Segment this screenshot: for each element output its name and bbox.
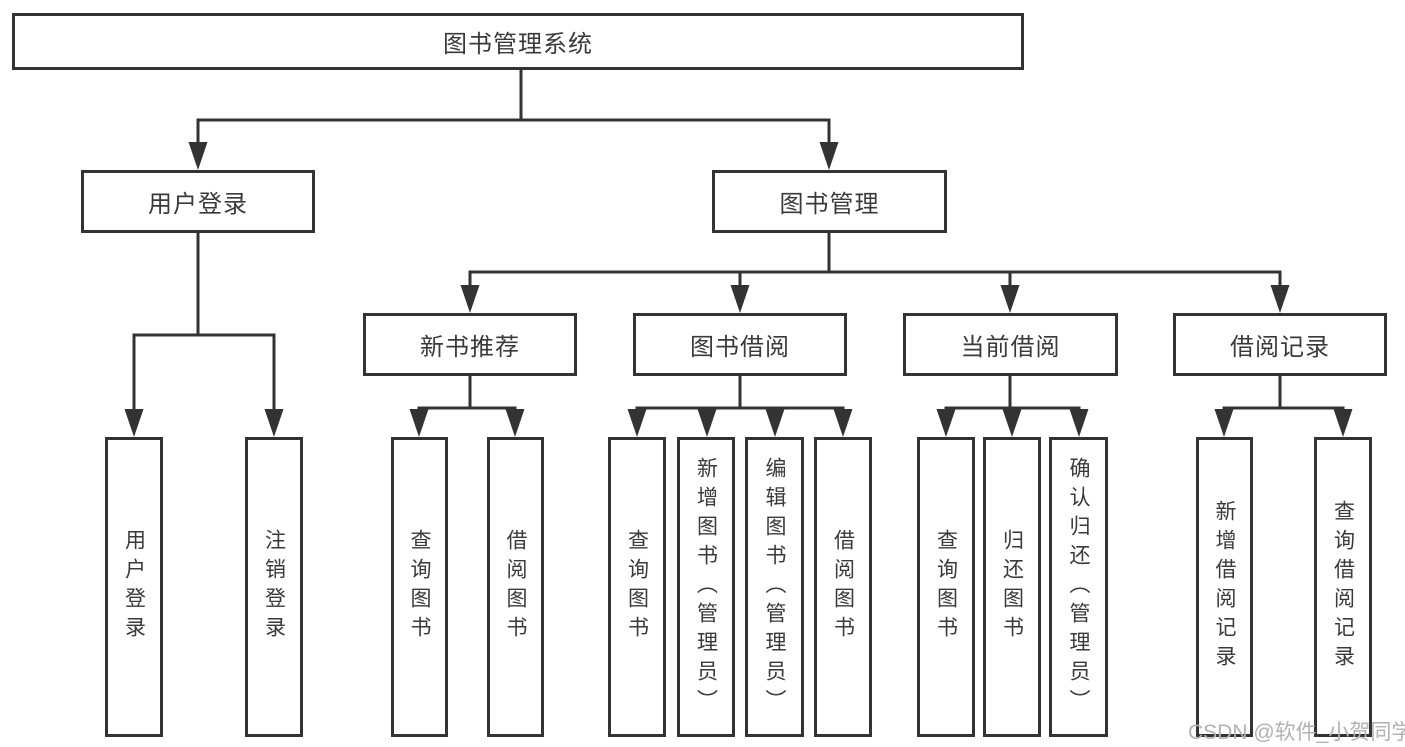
csdn-watermark: CSDN @软件_小贺同学	[1188, 721, 1405, 744]
leaf-query-borrow-record: 查询借阅记录	[1314, 437, 1372, 737]
node-library-management-system: 图书管理系统	[12, 13, 1024, 70]
leaf-logout: 注销登录	[245, 437, 303, 737]
node-borrowing-records: 借阅记录	[1173, 313, 1387, 376]
leaf-query-books-borrowing: 查询图书	[608, 437, 666, 737]
leaf-confirm-return-admin: 确认归还（管理员）	[1049, 437, 1108, 737]
leaf-query-books-current: 查询图书	[917, 437, 975, 737]
leaf-borrow-books-borrowing: 借阅图书	[814, 437, 872, 737]
leaf-add-book-admin: 新增图书（管理员）	[677, 437, 735, 737]
leaf-return-books: 归还图书	[983, 437, 1041, 737]
leaf-borrow-books-recommend: 借阅图书	[487, 437, 544, 737]
leaf-edit-book-admin: 编辑图书（管理员）	[745, 437, 804, 737]
leaf-user-login: 用户登录	[105, 437, 163, 737]
arrowheads	[124, 142, 1353, 437]
node-current-borrowing: 当前借阅	[903, 313, 1118, 376]
node-user-login: 用户登录	[81, 170, 315, 233]
node-book-borrowing: 图书借阅	[633, 313, 847, 376]
node-new-book-recommendation: 新书推荐	[363, 313, 577, 376]
node-book-management: 图书管理	[712, 170, 947, 233]
leaf-query-books-recommend: 查询图书	[391, 437, 448, 737]
leaf-add-borrow-record: 新增借阅记录	[1196, 437, 1253, 737]
